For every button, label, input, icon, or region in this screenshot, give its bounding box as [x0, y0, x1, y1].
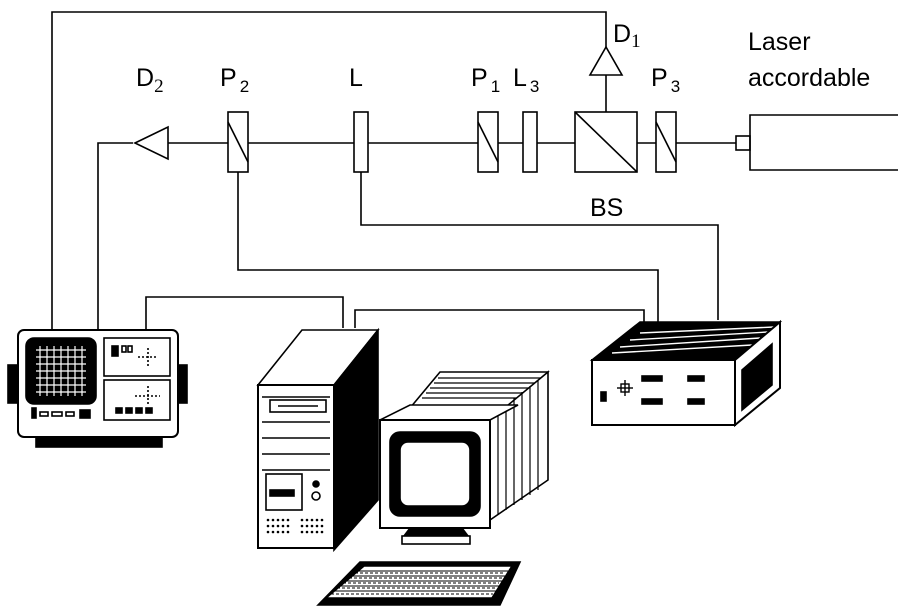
wire-d1-to-scope: [51, 11, 607, 332]
wire-scope-to-computer: [145, 296, 344, 332]
detector-d1: [588, 45, 624, 76]
crt-monitor-icon: [379, 370, 550, 545]
oscilloscope-icon: [7, 329, 188, 448]
laser-source: [735, 114, 898, 171]
polarizer-p3: [655, 111, 677, 173]
wire-computer-to-controller: [354, 309, 645, 330]
detector-d2: [133, 125, 169, 161]
computer-tower-icon: [256, 327, 380, 553]
element-l: [353, 111, 369, 173]
wiring: [51, 11, 719, 332]
label-laser-line1: Laser: [748, 28, 811, 56]
label-d2: D2: [136, 64, 164, 97]
label-bs: BS: [590, 194, 623, 222]
wire-l-to-controller: [360, 172, 719, 320]
label-laser-line2: accordable: [748, 64, 870, 92]
polarizer-p1: [477, 111, 499, 173]
wire-d2-to-scope: [97, 142, 133, 332]
keyboard-icon: [316, 561, 522, 606]
element-l3: [522, 111, 538, 173]
label-d1: D1: [613, 20, 641, 52]
polarizer-p2: [227, 111, 249, 173]
wire-p2-to-controller: [237, 172, 659, 328]
controller-box-icon: [589, 319, 783, 428]
label-l: L: [349, 64, 363, 92]
beam-splitter: [574, 111, 638, 173]
